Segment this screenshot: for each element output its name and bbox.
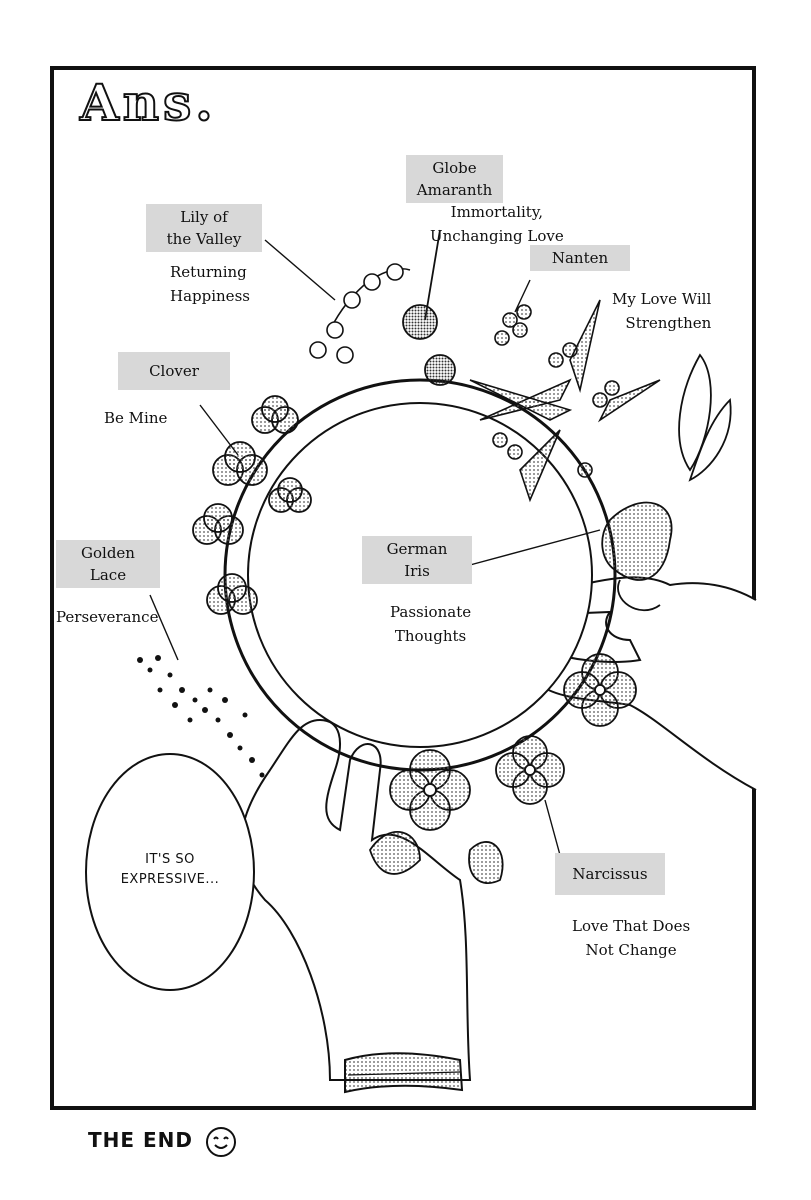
globe-amaranth-flower xyxy=(402,229,456,386)
left-hand-icon xyxy=(240,718,472,1094)
nanten-berries xyxy=(469,299,661,503)
speech-bubble-text: IT'S SO EXPRESSIVE... xyxy=(120,852,220,887)
label-narcissus: Narcissus xyxy=(555,853,665,895)
smiley-icon xyxy=(206,1127,236,1157)
narcissus-flowers xyxy=(369,653,637,885)
lily-of-the-valley-name: Lily of the Valley xyxy=(166,208,242,248)
german-iris-name: German Iris xyxy=(386,540,448,580)
clover-name: Clover xyxy=(149,362,199,380)
label-globe-amaranth: Globe Amaranth xyxy=(406,155,503,203)
label-golden-lace: Golden Lace xyxy=(56,540,160,588)
nanten-name: Nanten xyxy=(551,249,609,267)
label-lily-of-the-valley: Lily of the Valley xyxy=(146,204,262,252)
clover-flowers xyxy=(192,395,312,615)
lily-of-the-valley-meaning: Returning Happiness xyxy=(170,263,250,305)
globe-amaranth-name: Globe Amaranth xyxy=(416,159,493,199)
label-leader-lines xyxy=(149,239,601,856)
golden-lace-name: Golden Lace xyxy=(81,544,135,584)
lily-of-the-valley-flowers xyxy=(309,263,411,364)
page-title: Ans. xyxy=(79,73,217,132)
label-nanten: Nanten xyxy=(530,245,630,271)
the-end-caption: THE END xyxy=(88,1128,194,1152)
clover-meaning: Be Mine xyxy=(104,409,168,427)
golden-lace-flowers xyxy=(137,655,265,778)
label-german-iris: German Iris xyxy=(362,536,472,584)
golden-lace-meaning: Perseverance xyxy=(56,608,159,626)
speech-bubble xyxy=(85,753,255,991)
nanten-meaning: My Love Will Strengthen xyxy=(612,290,712,332)
narcissus-meaning: Love That Does Not Change xyxy=(572,917,691,959)
german-iris-meaning: Passionate Thoughts xyxy=(390,603,472,645)
globe-amaranth-meaning: Immortality, Unchanging Love xyxy=(430,203,564,245)
label-clover: Clover xyxy=(118,352,230,390)
narcissus-name: Narcissus xyxy=(572,865,648,883)
german-iris-flower xyxy=(601,353,732,611)
